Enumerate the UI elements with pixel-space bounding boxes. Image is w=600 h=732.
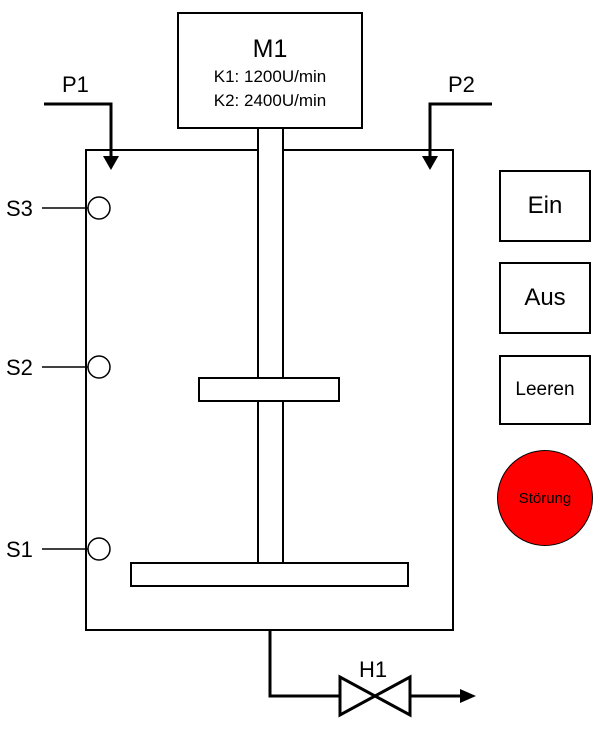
drain-pipe xyxy=(268,631,339,698)
pump-p1-label: P1 xyxy=(62,72,89,97)
fault-indicator-lamp: Störung xyxy=(497,450,593,546)
outlet-arrow-icon xyxy=(460,689,476,703)
off-button-label: Aus xyxy=(524,284,566,311)
inlet-pipe-p1 xyxy=(44,102,113,158)
motor-speed-1: K1: 1200U/min xyxy=(214,67,326,86)
agitator-shaft-upper xyxy=(257,127,284,379)
valve-left-triangle xyxy=(338,674,379,718)
sensor-s2-icon xyxy=(87,355,111,379)
motor-speed-2: K2: 2400U/min xyxy=(214,91,326,110)
drain-button-label: Leeren xyxy=(515,379,575,400)
off-button[interactable]: Aus xyxy=(499,262,591,334)
on-button-label: Ein xyxy=(527,192,563,219)
sensor-s1-icon xyxy=(87,537,111,561)
valve-h1-label: H1 xyxy=(359,657,387,682)
pump-p2-label: P2 xyxy=(448,72,475,97)
sensor-s3-icon xyxy=(87,196,111,220)
valve-right-triangle xyxy=(371,674,412,718)
stirrer-blade-lower xyxy=(130,562,409,587)
inlet-pipe-p2 xyxy=(428,102,492,158)
inlet-arrow-p2-icon xyxy=(422,156,438,170)
sensor-s1-label: S1 xyxy=(6,537,33,562)
stirrer-blade-upper xyxy=(198,377,340,402)
sensor-s3-label: S3 xyxy=(6,196,33,221)
drain-button[interactable]: Leeren xyxy=(499,355,591,425)
on-button[interactable]: Ein xyxy=(499,170,591,242)
fault-indicator-label: Störung xyxy=(518,489,572,507)
sensor-s2-label: S2 xyxy=(6,355,33,380)
inlet-arrow-p1-icon xyxy=(103,156,119,170)
agitator-shaft-lower xyxy=(257,400,284,564)
motor-name: M1 xyxy=(253,35,288,63)
motor-box xyxy=(177,12,363,129)
